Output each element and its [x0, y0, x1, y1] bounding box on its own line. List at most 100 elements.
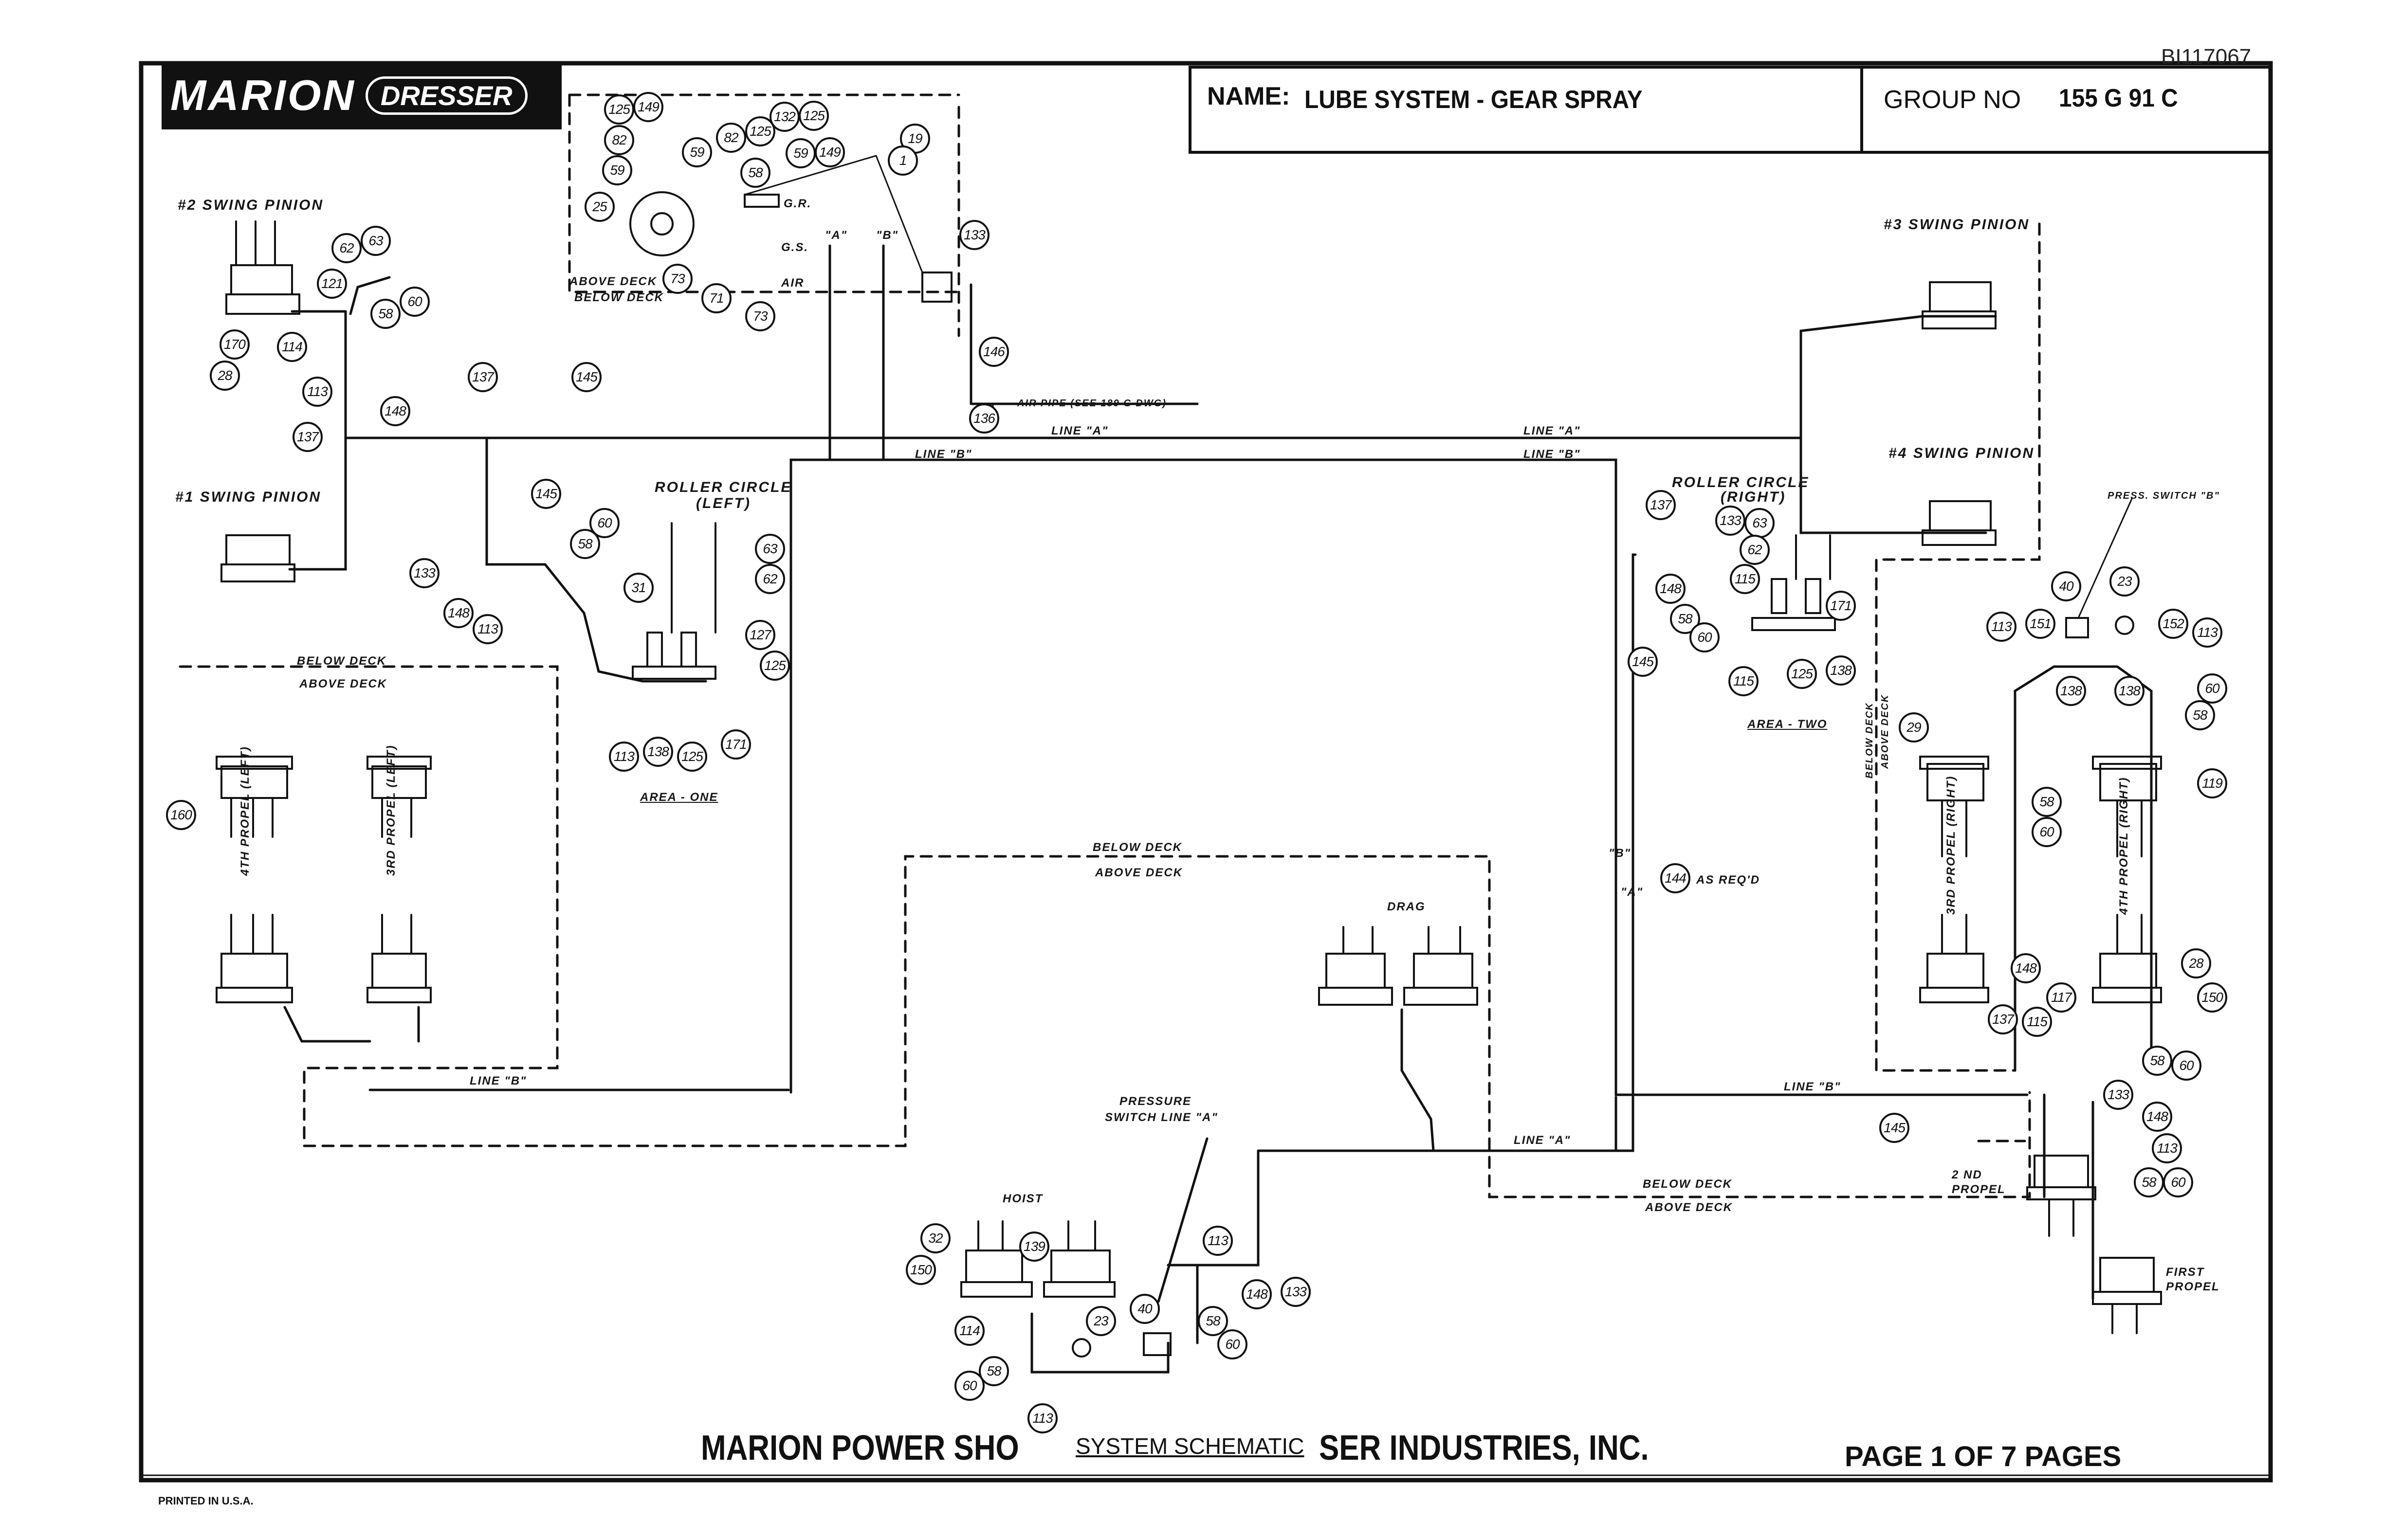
callout-bubble: 59	[682, 137, 712, 167]
label-4th-propel-right: 4TH PROPEL (RIGHT)	[2117, 777, 2130, 915]
callout-bubble: 115	[2022, 1007, 2052, 1037]
label-area-two: AREA - TWO	[1747, 718, 1828, 731]
label-gs: G.S.	[781, 241, 809, 254]
lubrication-nozzles	[230, 220, 2143, 1334]
callout-bubble: 62	[755, 564, 785, 594]
callout-bubble: 115	[1730, 564, 1760, 594]
label-below-deck-right: BELOW DECK	[1864, 702, 1875, 779]
label-roller-circle-right: ROLLER CIRCLE	[1672, 474, 1810, 490]
callout-bubble: 113	[1203, 1226, 1233, 1256]
name-label: NAME:	[1207, 82, 1290, 110]
callout-bubble: 60	[1217, 1329, 1247, 1359]
footer-page-number: PAGE 1 OF 7 PAGES	[1845, 1441, 2122, 1472]
label-swing-pinion-4: #4 SWING PINION	[1888, 445, 2035, 461]
callout-bubble: 58	[979, 1356, 1009, 1386]
label-roller-circle-right-2: (RIGHT)	[1721, 489, 1786, 505]
callout-bubble: 160	[166, 800, 196, 830]
callout-bubble: 28	[2181, 948, 2211, 978]
label-3rd-propel-right: 3RD PROPEL (RIGHT)	[1944, 775, 1958, 915]
label-air-pipe: AIR PIPE (SEE 189 G DWG)	[1017, 398, 1167, 409]
callout-bubble: 60	[589, 508, 620, 538]
label-press-switch-b: PRESS. SWITCH "B"	[2108, 490, 2220, 501]
callout-bubble: 58	[740, 158, 770, 188]
callout-bubble: 58	[370, 299, 401, 329]
callout-bubble: 82	[716, 123, 746, 153]
callout-bubble: 171	[1826, 591, 1856, 621]
callout-bubble: 58	[1670, 604, 1700, 634]
callout-bubble: 113	[1986, 612, 2016, 642]
callout-bubble: 146	[979, 337, 1009, 367]
callout-bubble: 125	[799, 101, 829, 131]
label-line-b-bottom: LINE "B"	[470, 1074, 527, 1087]
callout-bubble: 113	[609, 742, 639, 772]
label-below-deck-center: BELOW DECK	[1093, 841, 1182, 854]
label-pressure: PRESSURE	[1119, 1095, 1192, 1108]
callout-bubble: 115	[1728, 666, 1759, 696]
callout-bubble: 148	[443, 598, 474, 628]
label-line-b-top: LINE "B"	[915, 448, 972, 461]
callout-bubble: 133	[1281, 1277, 1311, 1307]
callout-bubble: 136	[969, 403, 999, 434]
label-air: AIR	[781, 276, 805, 290]
callout-bubble: 149	[815, 137, 845, 167]
label-3rd-propel-left: 3RD PROPEL (LEFT)	[385, 744, 398, 876]
callout-bubble: 60	[2032, 817, 2062, 847]
label-drag: DRAG	[1387, 900, 1426, 913]
label-below-deck-top: BELOW DECK	[574, 291, 664, 304]
callout-bubble: 137	[293, 422, 323, 452]
label-hoist: HOIST	[1003, 1192, 1044, 1205]
main-lube-lines	[283, 244, 2153, 1374]
callout-bubble: 119	[2197, 768, 2227, 798]
label-line-a-bottom: LINE "A"	[1514, 1134, 1571, 1147]
label-roller-circle-left-2: (LEFT)	[696, 495, 751, 511]
callout-bubble: 148	[1242, 1279, 1272, 1309]
group-label: GROUP NO	[1884, 86, 2021, 114]
callout-bubble: 59	[786, 138, 816, 168]
callout-bubble: 32	[920, 1223, 951, 1253]
callout-bubble: 73	[662, 264, 693, 294]
component-blocks	[216, 191, 2162, 1358]
label-as-reqd: AS REQ'D	[1696, 873, 1760, 887]
footer-company-left: MARION POWER SHO	[701, 1429, 1019, 1468]
label-line-b-right: LINE "B"	[1523, 448, 1581, 461]
callout-bubble: 60	[1689, 622, 1720, 652]
label-above-deck-bottom-right: ABOVE DECK	[1645, 1201, 1733, 1214]
label-swing-pinion-1: #1 SWING PINION	[175, 489, 322, 505]
callout-bubble: 133	[409, 558, 440, 588]
callout-bubble: 60	[954, 1371, 985, 1401]
callout-bubble: 148	[2142, 1102, 2172, 1132]
callout-bubble: 58	[2134, 1167, 2164, 1197]
callout-bubble: 63	[361, 226, 391, 256]
callout-bubble: 31	[623, 573, 654, 603]
callout-bubble: 60	[2171, 1051, 2201, 1081]
callout-bubble: 40	[1130, 1294, 1160, 1324]
callout-bubble: 63	[1744, 508, 1775, 538]
label-above-deck-right: ABOVE DECK	[1880, 694, 1890, 769]
label-below-deck-left: BELOW DECK	[297, 654, 386, 668]
callout-bubble: 125	[745, 116, 775, 146]
label-roller-circle-left: ROLLER CIRCLE	[655, 479, 792, 495]
callout-bubble: 138	[1826, 655, 1856, 686]
label-vertical-b: "B"	[1609, 847, 1631, 860]
callout-bubble: 139	[1019, 1232, 1049, 1262]
logo-dresser-text: DRESSER	[365, 76, 528, 115]
callout-bubble: 59	[602, 155, 632, 185]
label-quote-b: "B"	[876, 229, 899, 242]
callout-bubble: 125	[677, 742, 707, 772]
label-line-a-right: LINE "A"	[1523, 424, 1581, 437]
callout-bubble: 23	[2109, 566, 2140, 597]
callout-bubble: 125	[760, 651, 790, 681]
callout-bubble: 113	[2152, 1133, 2182, 1163]
callout-bubble: 117	[2046, 982, 2076, 1013]
callout-bubble: 114	[954, 1316, 985, 1346]
callout-bubble: 58	[570, 529, 600, 559]
name-value: LUBE SYSTEM - GEAR SPRAY	[1304, 86, 1643, 114]
callout-bubble: 60	[400, 287, 430, 317]
callout-bubble: 29	[1899, 712, 1929, 743]
callout-bubble: 23	[1086, 1306, 1116, 1336]
label-quote-a: "A"	[825, 229, 848, 242]
label-2nd-propel: 2 ND PROPEL	[1952, 1168, 2006, 1196]
callout-bubble: 60	[2197, 673, 2227, 704]
callout-bubble: 125	[604, 94, 634, 125]
